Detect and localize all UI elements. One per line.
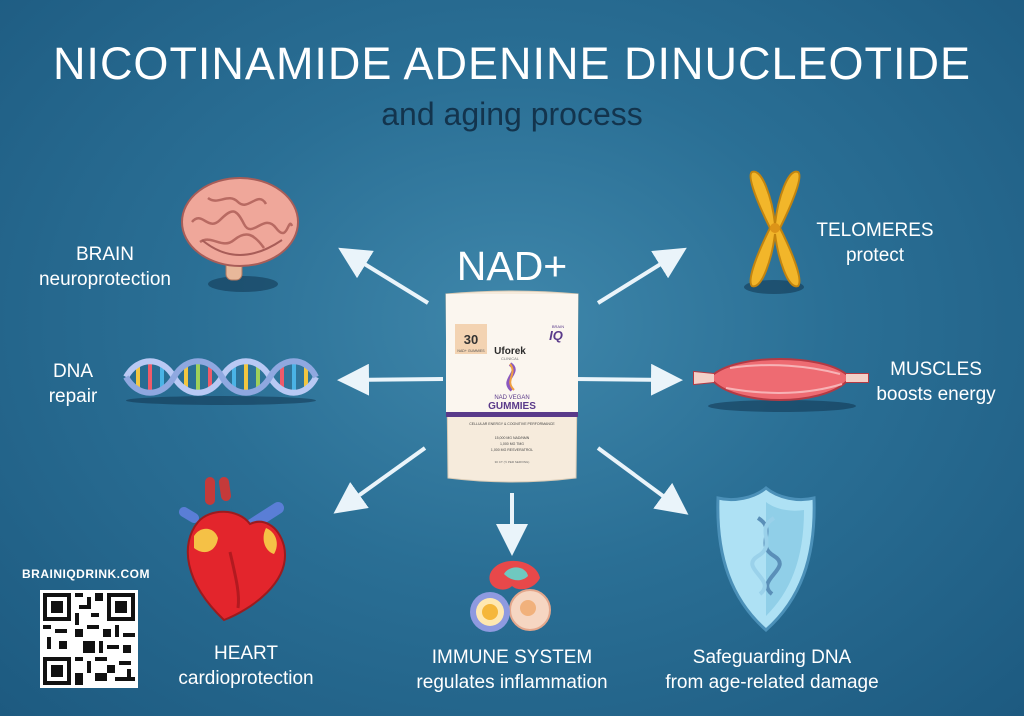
page-title: NICOTINAMIDE ADENINE DINUCLEOTIDE [52,38,972,89]
brain-label: BRAIN neuroprotection [20,242,190,292]
brain-title: BRAIN [75,244,135,265]
brain-icon [181,177,299,281]
heart-icon [179,477,286,622]
arrow-brain [338,247,430,305]
telomeres-label: TELOMERES protect [800,218,950,268]
telomeres-title: TELOMERES [816,220,934,241]
muscles-desc: boosts energy [876,384,996,405]
muscles-label: MUSCLES boosts energy [874,357,998,407]
pouch-brand-sub: CLINICAL [501,356,520,361]
dna-desc: repair [48,386,98,407]
pouch-tagline: CELLULAR ENERGY & COGNITIVE PERFORMANCE [469,422,555,426]
dna-label: DNA repair [30,359,116,409]
heart-desc: cardioprotection [178,668,314,689]
website-text: BRAINIQDRINK.COM [22,567,150,581]
qr-code-icon [43,593,135,685]
safeguard-desc: from age-related damage [665,672,879,693]
pouch-brand: Uforek [494,346,526,357]
immune-desc: regulates inflammation [416,672,608,693]
pouch-footer: 30 CT (½ PER SERVING) [495,460,530,464]
gummies-pouch-image: 30 NAD+ GUMMIES BRAIN IQ Uforek CLINICAL… [445,290,579,483]
safeguard-label: Safeguarding DNA from age-related damage [660,645,884,695]
dna-helix-icon [123,358,319,396]
heart-title: HEART [213,643,279,664]
chromosome-icon [749,170,801,288]
pouch-count-sub: NAD+ GUMMIES [457,349,485,353]
immune-label: IMMUNE SYSTEM regulates inflammation [400,645,624,695]
page-subtitle: and aging process [381,96,643,132]
arrow-heart [333,446,427,514]
pouch-logo: IQ [549,328,563,343]
brain-shadow [208,276,278,292]
arrow-telomeres [596,247,687,305]
muscles-title: MUSCLES [890,359,982,380]
pouch-logo-sub: BRAIN [552,324,564,329]
immune-title: IMMUNE SYSTEM [431,647,593,668]
arrow-dna [337,363,444,396]
immune-cells-icon [470,560,551,632]
arrow-muscles [573,363,683,396]
muscle-icon [693,358,869,401]
qr-code[interactable] [40,590,138,688]
heart-label: HEART cardioprotection [166,641,326,691]
pouch-line2: GUMMIES [488,401,536,412]
pouch-stripe [446,412,578,417]
pouch-line1: NAD VEGAN [494,395,529,401]
brain-desc: neuroprotection [38,269,172,290]
pouch-spec1: 15,000 MG NAD/NMN [495,436,530,440]
safeguard-title: Safeguarding DNA [692,647,852,668]
dna-title: DNA [52,361,94,382]
pouch-count: 30 [464,332,478,347]
pouch-spec3: 1,000 MG RESVERATROL [491,448,533,452]
telomeres-desc: protect [845,245,905,266]
muscle-shadow [708,400,856,412]
dna-shield-icon [716,486,816,633]
pouch-spec2: 1,000 MG TMG [500,442,524,446]
dna-shadow [126,396,316,405]
nad-label: NAD+ [456,243,568,289]
arrow-safeguard [596,446,689,515]
